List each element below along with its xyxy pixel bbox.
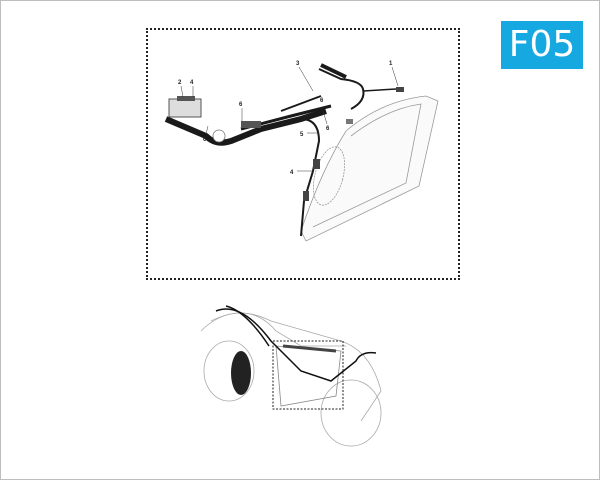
- callout-6: 6: [326, 126, 330, 132]
- callout-labels: 1 2 3 4 4 5 6 6 6 6: [178, 61, 393, 176]
- detail-view-box: [146, 28, 460, 280]
- callout-1: 1: [389, 61, 393, 67]
- wiring-harness: [164, 63, 404, 237]
- detail-area-indicator: [272, 340, 344, 410]
- radiator-panel: [300, 95, 439, 242]
- callout-4: 4: [290, 170, 294, 176]
- motorcycle-overview: [200, 305, 382, 447]
- callout-6: 6: [203, 137, 207, 143]
- leader-lines: [180, 66, 399, 172]
- callout-2: 2: [178, 80, 182, 86]
- callout-4: 4: [190, 80, 194, 86]
- callout-3: 3: [296, 61, 300, 67]
- figure-code-badge: F05: [501, 21, 583, 69]
- callout-5: 5: [300, 132, 304, 138]
- callout-6: 6: [320, 98, 324, 104]
- callout-6: 6: [239, 102, 243, 108]
